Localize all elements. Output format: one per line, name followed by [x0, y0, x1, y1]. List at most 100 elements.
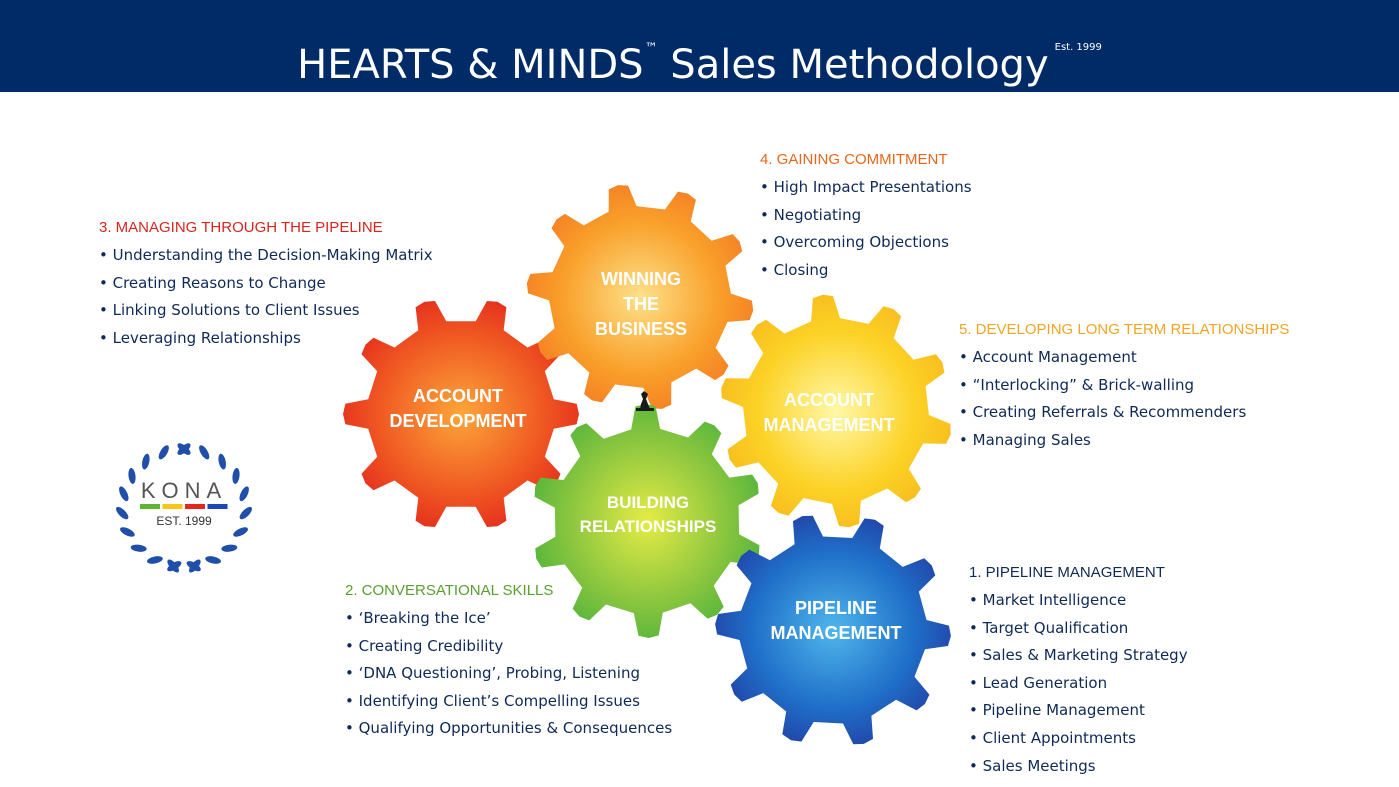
- section-title: 2. CONVERSATIONAL SKILLS: [345, 582, 554, 599]
- list-item: Lead Generation: [969, 670, 1188, 698]
- gear-label-line: ACCOUNT: [784, 390, 874, 410]
- logo-color-bars: [140, 504, 228, 509]
- list-item: Target Qualification: [969, 615, 1188, 643]
- gear-shape-red: [343, 301, 579, 527]
- chess-piece-icon: [636, 391, 654, 411]
- list-item: ‘Breaking the Ice’: [345, 605, 672, 633]
- laurel-leaf: [141, 453, 150, 470]
- gear-label-line: BUILDING: [607, 493, 689, 512]
- laurel-leaf: [199, 445, 210, 460]
- laurel-leaf: [186, 561, 201, 572]
- laurel-leaf: [239, 506, 252, 520]
- laurel-leaf: [239, 486, 249, 502]
- laurel-leaf: [218, 453, 227, 470]
- laurel-leaf: [221, 544, 238, 552]
- gear-label-line: BUSINESS: [595, 319, 687, 339]
- section-list: Market IntelligenceTarget QualificationS…: [969, 587, 1188, 780]
- gear-label-line: ACCOUNT: [413, 386, 503, 406]
- gear-label-line: RELATIONSHIPS: [580, 517, 717, 536]
- logo-name: KONA: [141, 478, 227, 503]
- list-item: Sales Meetings: [969, 753, 1188, 781]
- gear-shape-green: [534, 404, 760, 638]
- list-item: Creating Credibility: [345, 633, 672, 661]
- gear-shape-blue: [715, 515, 951, 745]
- laurel-leaf: [232, 467, 240, 484]
- laurel-leaf: [233, 527, 248, 537]
- gear-winning-the-business: WINNING THE BUSINESS: [526, 185, 754, 409]
- section-managing-pipeline: 3. MANAGING THROUGH THE PIPELINE Underst…: [99, 218, 433, 352]
- list-item: Leveraging Relationships: [99, 325, 433, 353]
- laurel-leaf: [158, 445, 169, 460]
- section-title: 3. MANAGING THROUGH THE PIPELINE: [99, 219, 383, 236]
- list-item: Linking Solutions to Client Issues: [99, 297, 433, 325]
- list-item: High Impact Presentations: [760, 174, 972, 202]
- trademark-symbol: ™: [644, 41, 658, 56]
- gear-label-line: PIPELINE: [795, 598, 877, 618]
- section-conversational-skills: 2. CONVERSATIONAL SKILLS ‘Breaking the I…: [345, 581, 672, 743]
- laurel-leaf: [167, 559, 179, 573]
- list-item: Creating Reasons to Change: [99, 270, 433, 298]
- gear-label-line: WINNING: [601, 269, 681, 289]
- section-title: 5. DEVELOPING LONG TERM RELATIONSHIPS: [959, 321, 1290, 338]
- gear-label-line: THE: [623, 294, 659, 314]
- list-item: Creating Referrals & Recommenders: [959, 399, 1289, 427]
- title-subtitle: Sales Methodology: [670, 42, 1049, 88]
- laurel-leaf: [120, 527, 135, 537]
- section-gaining-commitment: 4. GAINING COMMITMENT High Impact Presen…: [760, 150, 972, 284]
- logo-bar: [162, 504, 183, 509]
- header-banner: HEARTS & MINDS™ Sales Methodology Est. 19…: [0, 0, 1399, 92]
- laurel-leaf: [116, 506, 129, 520]
- list-item: Identifying Client’s Compelling Issues: [345, 688, 672, 716]
- gear-building-relationships: BUILDING RELATIONSHIPS: [534, 404, 760, 638]
- logo-bar: [207, 504, 228, 509]
- laurel-leaf: [128, 467, 136, 484]
- list-item: Managing Sales: [959, 427, 1289, 455]
- list-item: Closing: [760, 257, 972, 285]
- logo-est: EST. 1999: [156, 514, 212, 528]
- laurel-wreath-icon: [116, 443, 252, 573]
- section-developing-relationships: 5. DEVELOPING LONG TERM RELATIONSHIPS Ac…: [959, 320, 1289, 454]
- list-item: Negotiating: [760, 202, 972, 230]
- established-note: Est. 1999: [1054, 42, 1102, 53]
- section-title: 1. PIPELINE MANAGEMENT: [969, 564, 1165, 581]
- list-item: ‘DNA Questioning’, Probing, Listening: [345, 660, 672, 688]
- gear-shape-yellow: [721, 294, 951, 528]
- gear-shape-orange: [526, 185, 754, 409]
- list-item: Market Intelligence: [969, 587, 1188, 615]
- logo-bar: [185, 504, 205, 509]
- laurel-leaf: [119, 486, 129, 502]
- kona-logo: KONA EST. 1999: [116, 443, 252, 573]
- section-title: 4. GAINING COMMITMENT: [760, 151, 948, 168]
- list-item: Sales & Marketing Strategy: [969, 642, 1188, 670]
- gear-account-development: ACCOUNT DEVELOPMENT: [343, 301, 579, 527]
- section-pipeline-management: 1. PIPELINE MANAGEMENT Market Intelligen…: [969, 563, 1188, 780]
- list-item: Qualifying Opportunities & Consequences: [345, 715, 673, 743]
- list-item: Understanding the Decision-Making Matrix: [99, 242, 433, 270]
- list-item: Overcoming Objections: [760, 229, 972, 257]
- title-main: HEARTS & MINDS: [297, 42, 644, 88]
- logo-bar: [140, 504, 160, 509]
- section-list: High Impact PresentationsNegotiatingOver…: [760, 174, 972, 284]
- list-item: “Interlocking” & Brick-walling: [959, 372, 1289, 400]
- list-item: Account Management: [959, 344, 1289, 372]
- gear-label-line: DEVELOPMENT: [389, 411, 526, 431]
- section-list: Account Management“Interlocking” & Brick…: [959, 344, 1289, 454]
- laurel-leaf: [205, 556, 221, 564]
- laurel-leaf: [130, 544, 147, 552]
- laurel-leaf: [177, 443, 191, 455]
- gear-label-line: MANAGEMENT: [771, 623, 902, 643]
- list-item: Pipeline Management: [969, 697, 1188, 725]
- section-list: ‘Breaking the Ice’Creating Credibility‘D…: [345, 605, 673, 743]
- laurel-leaf: [147, 556, 163, 564]
- section-list: Understanding the Decision-Making Matrix…: [99, 242, 433, 352]
- page-title: HEARTS & MINDS™ Sales Methodology Est. 19…: [0, 22, 1399, 91]
- list-item: Client Appointments: [969, 725, 1188, 753]
- gear-pipeline-management: PIPELINE MANAGEMENT: [715, 515, 951, 745]
